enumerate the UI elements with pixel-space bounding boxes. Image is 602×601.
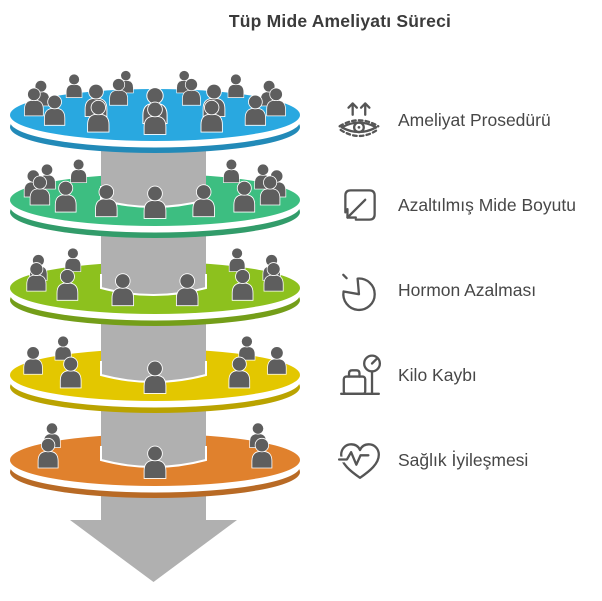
person-icon [23,346,43,375]
person-icon [263,262,284,292]
person-icon [29,175,51,206]
person-icon [111,273,135,307]
person-icon [143,101,167,135]
person-icon [227,73,245,98]
person-icon [228,356,251,389]
funnel-level-1 [10,70,300,153]
person-icon [192,184,215,218]
person-icon [228,247,246,272]
person-icon [65,73,83,98]
person-icon [143,445,167,479]
person-icon [59,356,82,389]
person-icon [182,78,201,106]
person-icon [251,437,273,469]
person-icon [64,247,82,272]
person-icon [266,87,286,117]
person-icon [37,437,59,469]
person-icon [231,269,254,301]
person-icon [109,78,128,106]
person-icon [259,175,281,206]
person-icon [143,185,167,219]
funnel-level-3 [10,247,300,326]
person-icon [175,273,199,307]
person-icon [54,180,77,213]
person-icon [244,94,267,126]
person-icon [267,346,287,375]
person-icon [143,360,167,394]
person-icon [200,99,223,133]
person-icon [95,184,118,218]
person-icon [56,269,79,301]
person-icon [223,158,240,184]
person-icon [24,87,44,117]
funnel-level-2 [10,158,300,238]
page-title: Tüp Mide Ameliyatı Süreci [228,11,452,31]
person-icon [87,99,110,133]
person-icon [70,158,87,184]
funnel-level-5 [10,422,300,498]
person-icon [233,180,256,213]
person-icon [43,94,66,126]
person-icon [238,335,256,361]
person-icon [54,335,72,361]
funnel-level-4 [10,335,300,413]
person-icon [26,262,47,292]
